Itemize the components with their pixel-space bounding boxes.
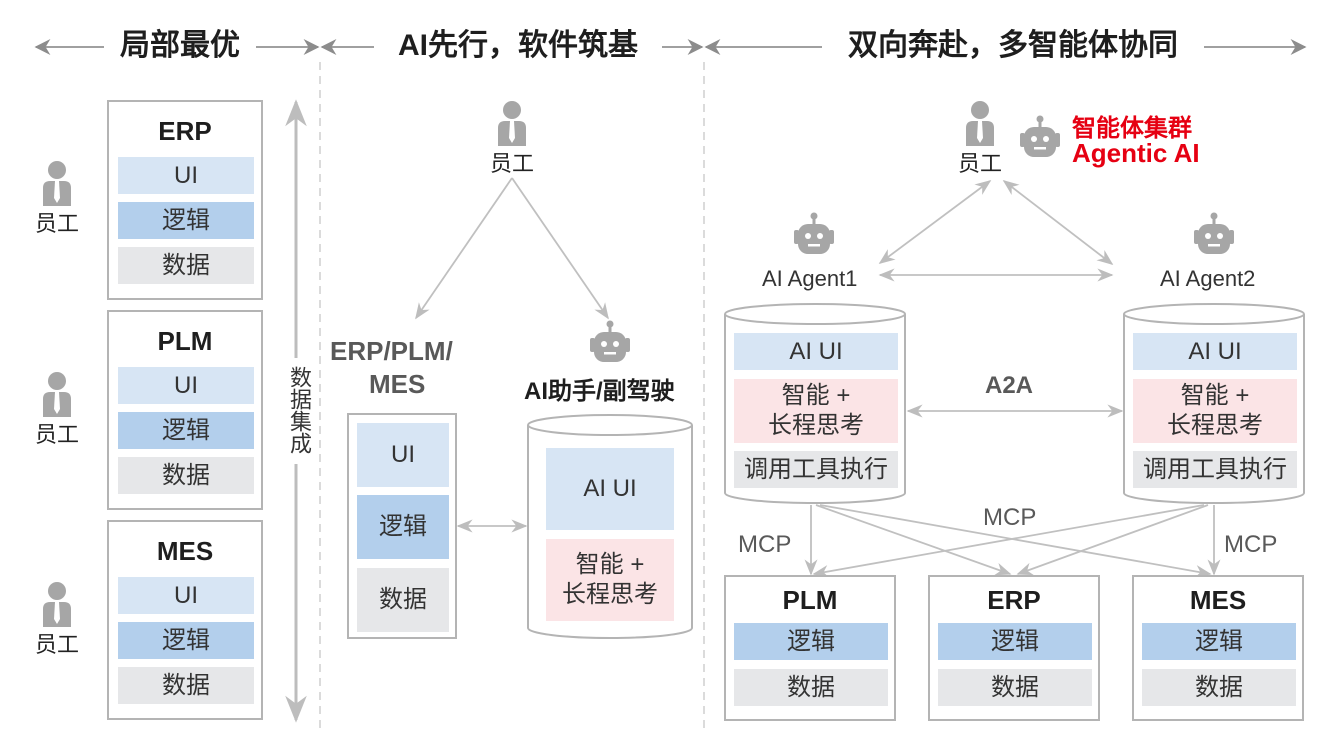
- section1-employee-2: 员工: [27, 371, 87, 449]
- data-layer: 数据: [938, 669, 1092, 706]
- section1-mes-box: MES UI 逻辑 数据: [107, 520, 263, 720]
- system-title: MES: [156, 536, 214, 566]
- employee-label: 员工: [34, 211, 79, 236]
- logic-layer: 逻辑: [357, 495, 449, 559]
- employee-to-assistant-arrow: [511, 177, 609, 320]
- robot-icon: [590, 320, 630, 362]
- section1-erp-box: ERP UI 逻辑 数据: [107, 100, 263, 300]
- think-line1: 智能 +: [575, 551, 645, 578]
- logic-layer: 逻辑: [118, 412, 254, 449]
- section3-employee: 员工: [950, 100, 1010, 178]
- logic-layer: 逻辑: [938, 623, 1092, 660]
- agent2-ai-ui-layer: AI UI: [1133, 333, 1297, 370]
- legacy-system-box: UI 逻辑 数据: [347, 413, 457, 639]
- agent-cluster-label-en: Agentic AI: [1072, 138, 1200, 168]
- employee-agent1-arrow: [878, 180, 992, 264]
- employee-icon: [498, 101, 526, 146]
- ai-ui-layer: AI UI: [546, 448, 674, 530]
- ui-layer: UI: [118, 577, 254, 614]
- section1-employee-1: 员工: [27, 160, 87, 238]
- agent1-robot-icon: [794, 212, 834, 254]
- intelligence-thinking-layer: 智能 + 长程思考: [546, 539, 674, 621]
- data-integration-label: 数据集成: [283, 362, 315, 458]
- think-line2: 长程思考: [562, 581, 658, 608]
- employee-label: 员工: [957, 151, 1002, 176]
- agent2-robot-icon: [1194, 212, 1234, 254]
- data-layer: 数据: [357, 568, 449, 632]
- think-line1: 智能 +: [1180, 382, 1250, 409]
- think-line1: 智能 +: [781, 382, 851, 409]
- logic-layer: 逻辑: [118, 622, 254, 659]
- agent1-tool-exec-layer: 调用工具执行: [734, 451, 898, 488]
- legacy-systems-label-line2: MES: [369, 369, 426, 399]
- data-layer: 数据: [118, 247, 254, 284]
- agent-cluster-robot-icon: [1020, 115, 1060, 157]
- section3-title: 双向奔赴，多智能体协同: [822, 26, 1204, 66]
- ui-layer: UI: [118, 367, 254, 404]
- ui-layer: UI: [357, 423, 449, 487]
- system-title: ERP: [987, 585, 1041, 615]
- mcp-agent1-mes: [819, 504, 1212, 578]
- ai-assistant-label: AI助手/副驾驶: [524, 378, 675, 405]
- section2-employee: 员工: [482, 100, 542, 178]
- section3-mes-box: MES 逻辑 数据: [1132, 575, 1304, 721]
- employee-icon: [43, 161, 71, 206]
- section2-title: AI先行，软件筑基: [374, 26, 662, 66]
- a2a-label: A2A: [985, 372, 1034, 399]
- ui-layer: UI: [118, 157, 254, 194]
- agent1-label: AI Agent1: [762, 266, 858, 291]
- agent2-thinking-layer: 智能 + 长程思考: [1133, 379, 1297, 443]
- think-line2: 长程思考: [1167, 412, 1263, 439]
- mcp-agent2-erp: [1016, 504, 1209, 576]
- logic-layer: 逻辑: [734, 623, 888, 660]
- employee-icon: [43, 372, 71, 417]
- system-title: PLM: [782, 585, 838, 615]
- section3-erp-box: ERP 逻辑 数据: [928, 575, 1100, 721]
- agent-cluster-label-cn: 智能体集群: [1072, 115, 1192, 142]
- agent1-ai-ui-layer: AI UI: [734, 333, 898, 370]
- mcp-label-right: MCP: [1224, 531, 1278, 558]
- system-title: MES: [1189, 585, 1247, 615]
- mcp-label-center: MCP: [983, 504, 1037, 531]
- employee-icon: [43, 582, 71, 627]
- employee-icon: [966, 101, 994, 146]
- agent1-thinking-layer: 智能 + 长程思考: [734, 379, 898, 443]
- logic-layer: 逻辑: [1142, 623, 1296, 660]
- agent2-label: AI Agent2: [1160, 266, 1256, 291]
- section1-employee-3: 员工: [27, 581, 87, 659]
- data-layer: 数据: [734, 669, 888, 706]
- think-line2: 长程思考: [768, 412, 864, 439]
- employee-label: 员工: [34, 422, 79, 447]
- section3-plm-box: PLM 逻辑 数据: [724, 575, 896, 721]
- employee-label: 员工: [489, 151, 534, 176]
- data-layer: 数据: [1142, 669, 1296, 706]
- logic-layer: 逻辑: [118, 202, 254, 239]
- mcp-agent1-erp: [815, 504, 1012, 576]
- system-title: PLM: [157, 326, 213, 356]
- section1-plm-box: PLM UI 逻辑 数据: [107, 310, 263, 510]
- legacy-systems-label-line1: ERP/PLM/: [330, 336, 453, 366]
- employee-agent2-arrow: [1002, 180, 1114, 265]
- employee-label: 员工: [34, 632, 79, 657]
- mcp-label-left: MCP: [738, 531, 792, 558]
- system-title: ERP: [158, 116, 212, 146]
- section1-title: 局部最优: [104, 26, 256, 66]
- data-layer: 数据: [118, 457, 254, 494]
- employee-to-legacy-arrow: [415, 177, 513, 320]
- data-layer: 数据: [118, 667, 254, 704]
- agent2-tool-exec-layer: 调用工具执行: [1133, 451, 1297, 488]
- mcp-agent2-plm: [812, 504, 1205, 578]
